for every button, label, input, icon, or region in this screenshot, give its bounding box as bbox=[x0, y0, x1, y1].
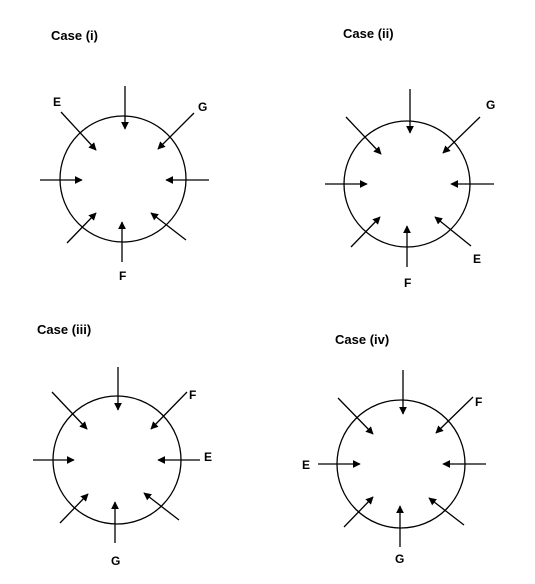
case-4-arrow-bottom-left bbox=[343, 496, 374, 528]
case-1-arrow-bottom-right bbox=[150, 212, 187, 241]
case-2-diagram: G E F bbox=[325, 89, 495, 290]
case-2-label-top-right: G bbox=[486, 98, 495, 112]
case-3-arrow-bottom-left bbox=[59, 493, 89, 524]
case-4-arrow-top-left bbox=[337, 397, 374, 435]
case-2-label-bottom-right: E bbox=[473, 252, 481, 266]
case-3-arrow-bottom-right bbox=[143, 492, 180, 521]
case-1-title: Case (i) bbox=[51, 28, 98, 43]
case-4-diagram: F E G bbox=[302, 370, 486, 566]
case-4-label-top-right: F bbox=[475, 395, 482, 409]
case-2-arrow-top-right bbox=[442, 116, 481, 154]
case-1-arrow-top-left bbox=[60, 111, 97, 151]
case-1-circle bbox=[59, 115, 187, 243]
case-1-arrow-top-right bbox=[157, 112, 195, 150]
case-3-label-right: E bbox=[204, 450, 212, 464]
case-3-arrow-top-left bbox=[51, 391, 88, 430]
case-1-label-bottom: F bbox=[119, 269, 126, 283]
case-2-label-bottom: F bbox=[404, 276, 411, 290]
case-1-label-top-left: E bbox=[53, 95, 61, 109]
case-2-title: Case (ii) bbox=[343, 26, 394, 41]
case-1-diagram: G E F bbox=[40, 86, 209, 283]
case-2-arrow-bottom-left bbox=[350, 216, 381, 248]
case-4-arrow-top-right bbox=[435, 396, 474, 434]
case-4-title: Case (iv) bbox=[335, 332, 390, 347]
case-4-label-bottom: G bbox=[395, 552, 404, 566]
case-2-arrow-bottom-right bbox=[434, 216, 472, 247]
case-3-title: Case (iii) bbox=[37, 322, 92, 337]
case-3-arrow-top-right bbox=[150, 391, 188, 430]
case-1-label-top-right: G bbox=[198, 100, 207, 114]
case-4-label-left: E bbox=[302, 458, 310, 472]
case-3-diagram: F E G bbox=[33, 367, 212, 568]
case-3-label-top-right: F bbox=[189, 388, 196, 402]
case-1-arrow-bottom-left bbox=[66, 212, 97, 244]
case-4-arrow-bottom-right bbox=[428, 497, 465, 526]
case-3-label-bottom: G bbox=[111, 554, 120, 568]
case-2-arrow-top-left bbox=[345, 116, 382, 155]
